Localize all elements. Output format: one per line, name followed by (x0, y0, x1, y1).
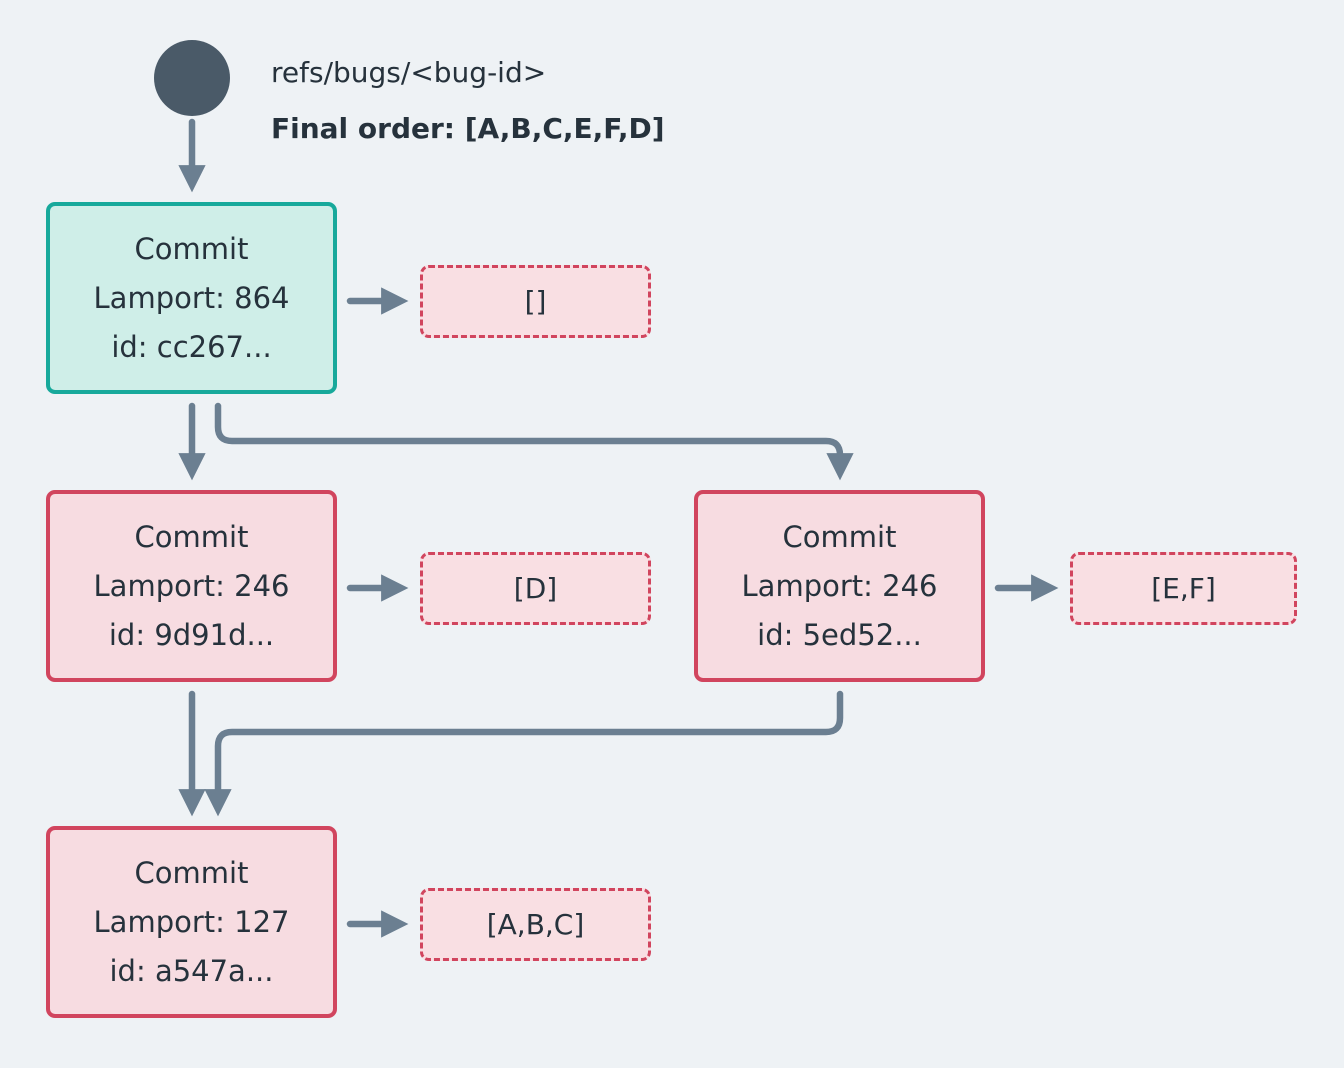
ops-box-abc[interactable]: [A,B,C] (420, 888, 651, 961)
commit-lamport: Lamport: 246 (741, 568, 938, 603)
ops-box-head[interactable]: [] (420, 265, 651, 338)
edge-head-to-ef (214, 402, 854, 481)
ref-root-dot (154, 40, 230, 116)
commit-node-ef[interactable]: Commit Lamport: 246 id: 5ed52... (694, 490, 985, 682)
commit-lamport: Lamport: 246 (93, 568, 290, 603)
commit-id: id: a547a... (109, 953, 274, 988)
commit-id: id: 9d91d... (108, 617, 275, 652)
commit-title: Commit (134, 519, 249, 554)
commit-node-d[interactable]: Commit Lamport: 246 id: 9d91d... (46, 490, 337, 682)
ops-box-d[interactable]: [D] (420, 552, 651, 625)
commit-title: Commit (134, 231, 249, 266)
final-order-label: Final order: [A,B,C,E,F,D] (271, 112, 665, 145)
commit-lamport: Lamport: 127 (93, 904, 290, 939)
ref-path-label: refs/bugs/<bug-id> (271, 56, 547, 89)
commit-id: id: 5ed52... (757, 617, 922, 652)
commit-lamport: Lamport: 864 (93, 280, 290, 315)
ops-box-ef[interactable]: [E,F] (1070, 552, 1297, 625)
edge-ef-to-abc (204, 690, 844, 817)
commit-node-abc[interactable]: Commit Lamport: 127 id: a547a... (46, 826, 337, 1018)
commit-node-head[interactable]: Commit Lamport: 864 id: cc267... (46, 202, 337, 394)
commit-id: id: cc267... (111, 329, 272, 364)
commit-title: Commit (134, 855, 249, 890)
commit-title: Commit (782, 519, 897, 554)
